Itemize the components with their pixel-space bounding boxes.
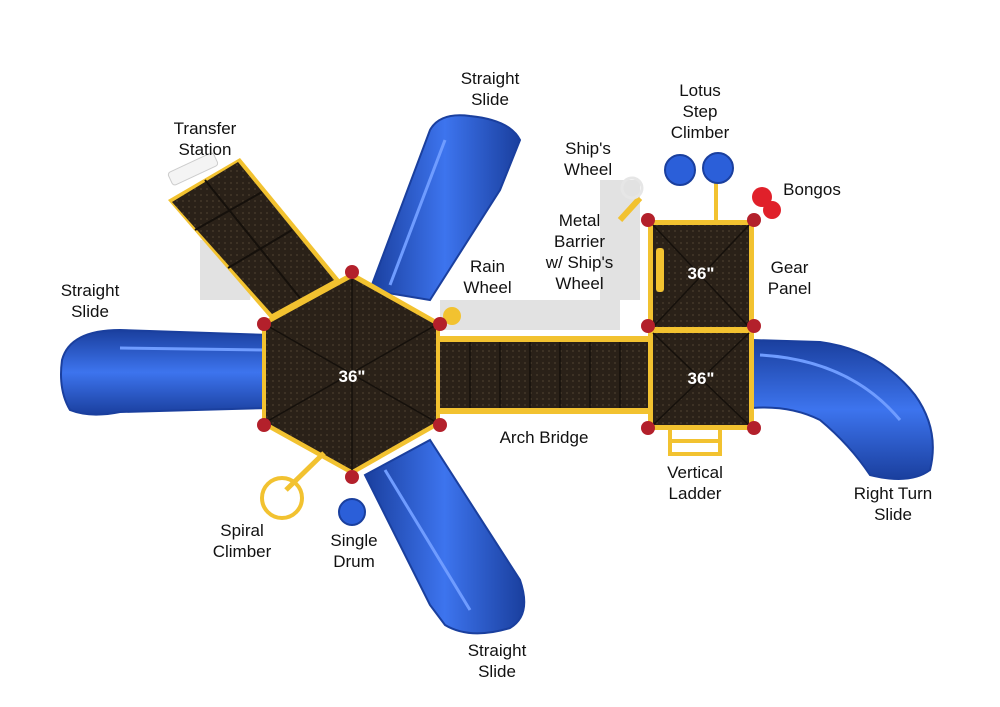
arch-bridge [436,336,651,414]
label-rain-wheel: Rain Wheel [463,257,512,297]
hex-deck [262,272,440,475]
label-gear-panel: Gear Panel [767,258,812,298]
ships-wheel [617,176,644,223]
label-metal-barrier: Metal Barrier w/ Ship's Wheel [545,211,614,293]
upper-right-deck-height: 36" [688,264,715,283]
label-right-turn-slide: Right Turn Slide [853,484,933,524]
single-drum [338,498,366,526]
label-arch-bridge: Arch Bridge [499,428,589,447]
lower-right-deck-height: 36" [688,369,715,388]
label-lotus-step-climber: Lotus Step Climber [670,81,730,142]
upper-right-deck [648,220,754,330]
lower-right-deck [648,330,754,430]
straight-slide-bottom [363,438,526,635]
straight-slide-left [60,328,271,416]
label-straight-slide-bottom: Straight Slide [467,641,527,681]
bongos [752,187,781,219]
post-caps [257,213,761,484]
label-transfer-station: Transfer Station [173,119,237,159]
label-vertical-ladder: Vertical Ladder [667,463,723,503]
rain-wheel [443,307,461,325]
label-ships-wheel: Ship's Wheel [563,139,613,179]
label-straight-slide-top: Straight Slide [460,69,520,109]
label-straight-slide-left: Straight Slide [60,281,120,321]
label-single-drum: Single Drum [330,531,378,571]
lotus-step-climber [664,152,734,222]
right-turn-slide [751,338,934,480]
straight-slide-top [368,114,522,302]
spiral-climber [260,451,326,520]
label-spiral-climber: Spiral Climber [212,521,272,561]
hex-deck-height: 36" [339,367,366,386]
label-bongos: Bongos [783,180,841,199]
vertical-ladder [668,426,722,456]
transfer-station [167,152,340,318]
